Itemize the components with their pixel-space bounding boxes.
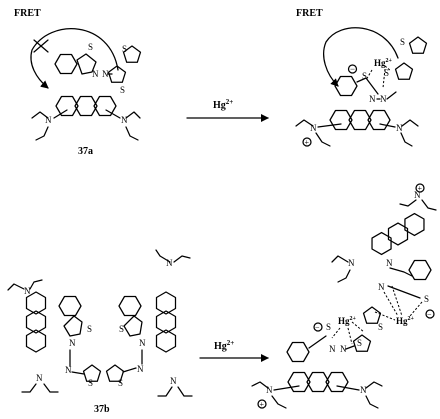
amine-n: N — [121, 115, 128, 125]
imine-n: N — [340, 344, 347, 354]
amine-n: N — [45, 115, 52, 125]
xanthene-core — [56, 97, 116, 116]
imine-n: N — [102, 69, 109, 79]
reaction-arrow-bottom: Hg2+ — [199, 339, 269, 362]
thione-s: S — [119, 324, 124, 334]
thiophene-ring — [362, 306, 382, 324]
fret-label: FRET — [296, 8, 323, 19]
compound-label-37a: 37a — [78, 146, 93, 157]
thiophene-ring — [394, 62, 414, 80]
amine-n: N — [348, 258, 355, 268]
atom-n: N — [369, 94, 376, 104]
amine-n-plus: N — [266, 385, 273, 395]
fret-blocked-mark — [33, 39, 49, 53]
atom-n: N — [92, 69, 99, 79]
minus-charge: − — [427, 310, 432, 319]
amine-n-plus: N — [310, 123, 317, 133]
imine-n: N — [137, 364, 144, 374]
reagent-hg-bottom: Hg2+ — [214, 339, 234, 352]
mercury-ion: Hg2+ — [338, 316, 357, 326]
fret-label: FRET — [14, 8, 41, 19]
plus-charge: + — [260, 400, 265, 409]
atom-s: S — [122, 44, 127, 54]
atom-s: S — [400, 37, 405, 47]
atom-s: S — [378, 322, 383, 332]
amine-n: N — [396, 123, 403, 133]
minus-charge: − — [315, 323, 320, 332]
mercury-ion: Hg2+ — [396, 316, 415, 326]
atom-n: N — [69, 338, 76, 348]
benzene-ring — [286, 341, 310, 363]
imine-n: N — [65, 365, 72, 375]
thiophene-ring — [408, 36, 428, 54]
amine-n-plus: N — [414, 190, 421, 200]
atom-n: N — [378, 282, 385, 292]
benzene-ring — [58, 295, 82, 317]
plus-charge: + — [305, 138, 310, 147]
mercury-ion: Hg2+ — [374, 58, 393, 68]
compound-37b: N N S N N S S S N N N N 37b — [7, 249, 193, 415]
reagent-hg-top: Hg2+ — [213, 98, 233, 111]
complex-37b-hg: N + N N N S − Hg2+ Hg2+ S S — [251, 183, 437, 409]
complex-37a-hg: FRET S S Hg2+ S − N N N + N — [295, 8, 428, 147]
compound-37a: FRET S S S N N N N 37a — [14, 8, 142, 157]
plus-charge: + — [418, 184, 423, 193]
atom-n: N — [329, 344, 336, 354]
atom-s: S — [357, 338, 362, 348]
amine-n: N — [36, 373, 43, 383]
benzene-ring — [54, 53, 78, 75]
amine-n: N — [166, 258, 173, 268]
benzene-ring — [118, 295, 142, 317]
xanthene-core — [288, 373, 348, 392]
thione-s: S — [87, 324, 92, 334]
atom-s: S — [120, 85, 125, 95]
reaction-arrow-top: Hg2+ — [186, 98, 269, 122]
thione-s: S — [88, 42, 93, 52]
thiolate-s: S — [362, 71, 367, 81]
amine-n: N — [360, 385, 367, 395]
imine-n: N — [386, 258, 393, 268]
compound-label-37b: 37b — [94, 404, 110, 415]
amine-n: N — [170, 376, 177, 386]
fret-arc — [323, 27, 399, 87]
thiolate-s: S — [424, 294, 429, 304]
atom-n: N — [139, 338, 146, 348]
atom-s: S — [88, 378, 93, 388]
benzene-ring — [408, 259, 432, 281]
fret-arc — [30, 28, 119, 89]
xanthene-core — [330, 111, 390, 130]
atom-s: S — [118, 378, 123, 388]
atom-s: S — [384, 68, 389, 78]
minus-charge: − — [350, 64, 355, 74]
amine-n: N — [24, 286, 31, 296]
thiolate-s: S — [326, 322, 331, 332]
imine-n: N — [380, 94, 387, 104]
